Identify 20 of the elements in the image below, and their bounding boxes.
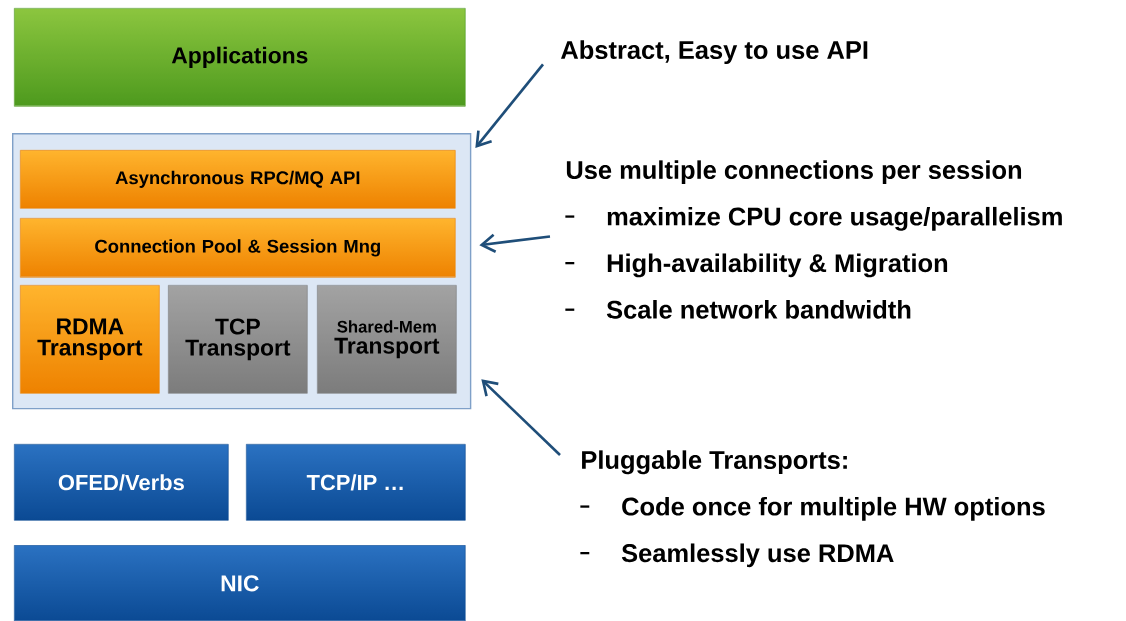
annotation-heading: Use multiple connections per session (566, 160, 1022, 185)
arrow (479, 233, 551, 253)
arrow (475, 63, 545, 148)
layer-box: Shared-Mem Transport (317, 285, 457, 394)
layer-box: RDMA Transport (20, 285, 160, 394)
bullet-text: Scale network bandwidth (606, 300, 911, 319)
bullet-text: Seamlessly use RDMA (621, 543, 894, 568)
bullet-text: High-availability & Migration (607, 253, 948, 278)
arrow (481, 379, 561, 456)
bullet-text: Code once for multiple HW options (622, 496, 1045, 521)
layer-box: Applications (14, 8, 466, 107)
annotation-heading: Abstract, Easy to use API (561, 40, 868, 65)
layer-box: NIC (14, 545, 466, 621)
layer-box: TCP/IP … (246, 444, 466, 521)
layer-box: Asynchronous RPC/MQ API (20, 150, 456, 209)
layer-box: TCP Transport (168, 285, 308, 394)
layer-box: OFED/Verbs (14, 444, 229, 521)
annotation-heading: Pluggable Transports: (582, 450, 847, 475)
bullet-text: maximize CPU core usage/parallelism (607, 206, 1062, 231)
layer-box: Connection Pool & Session Mng (20, 218, 456, 278)
